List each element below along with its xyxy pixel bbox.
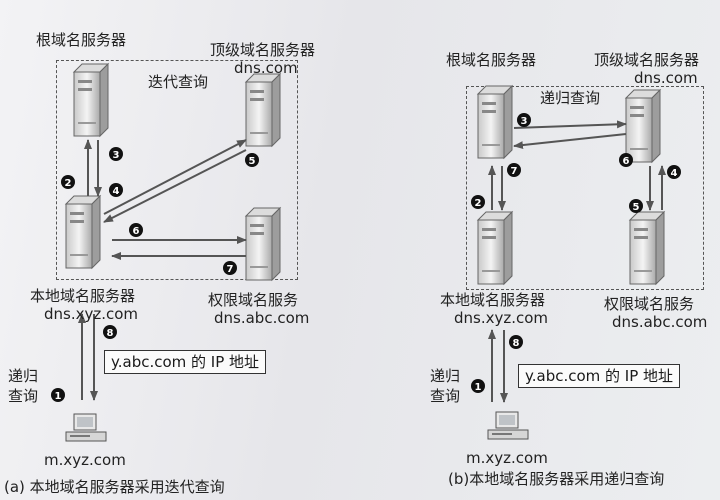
local-server-host: dns.xyz.com	[454, 309, 549, 327]
svg-text:6: 6	[623, 156, 630, 167]
svg-text:1: 1	[475, 382, 482, 393]
root-server-icon	[477, 85, 513, 159]
local-server-host: dns.xyz.com	[44, 305, 139, 323]
auth-server-host: dns.abc.com	[612, 313, 708, 331]
svg-text:4: 4	[671, 168, 678, 179]
auth-server-host: dns.abc.com	[214, 309, 310, 327]
svg-text:6: 6	[133, 226, 140, 237]
ip-answer-box: y.abc.com 的 IP 地址	[104, 350, 267, 374]
local-server-label: 本地域名服务器	[440, 291, 546, 309]
step-4-marker: 4	[667, 165, 681, 179]
svg-text:5: 5	[633, 202, 640, 213]
svg-text:8: 8	[107, 328, 114, 339]
root-server-label: 根域名服务器	[446, 51, 537, 69]
mode-label: 迭代查询	[148, 73, 209, 91]
step-1-marker: 1	[51, 388, 65, 402]
step-8-marker: 8	[509, 335, 523, 349]
tld-server-host: dns.com	[234, 59, 298, 77]
step-2-marker: 2	[471, 195, 485, 209]
client-computer-icon	[487, 411, 529, 440]
auth-server-icon	[629, 211, 665, 285]
svg-text:1: 1	[55, 391, 62, 402]
svg-text:7: 7	[227, 264, 234, 275]
tld-server-label: 顶级域名服务器	[210, 41, 316, 59]
mode-label: 递归查询	[540, 89, 601, 107]
client-host: m.xyz.com	[466, 449, 548, 467]
local-server-icon	[65, 195, 101, 269]
right-arrows	[488, 120, 666, 403]
svg-text:3: 3	[521, 116, 528, 127]
step-2-marker: 2	[61, 175, 75, 189]
left-caption: (a) 本地域名服务器采用迭代查询	[4, 478, 225, 496]
step-3-marker: 3	[517, 113, 531, 127]
tld-server-label: 顶级域名服务器	[594, 51, 700, 69]
ip-answer-box: y.abc.com 的 IP 地址	[518, 364, 681, 388]
step-5-marker: 5	[629, 199, 643, 213]
recursive-query-label-2: 查询	[8, 387, 39, 405]
svg-text:2: 2	[475, 198, 482, 209]
svg-text:4: 4	[113, 186, 120, 197]
local-server-label: 本地域名服务器	[30, 287, 136, 305]
svg-text:3: 3	[113, 150, 120, 161]
left-dashed-region	[56, 60, 298, 280]
recursive-query-label: 递归	[8, 367, 39, 385]
step-7-marker: 7	[507, 163, 521, 177]
step-4-marker: 4	[109, 183, 123, 197]
recursive-query-label: 递归	[430, 367, 461, 385]
svg-text:7: 7	[511, 166, 518, 177]
tld-server-icon	[625, 89, 661, 163]
client-computer-icon	[65, 413, 107, 442]
step-8-marker: 8	[103, 325, 117, 339]
root-server-icon	[73, 63, 109, 137]
right-dashed-region	[466, 86, 704, 290]
recursive-query-label-2: 查询	[430, 387, 461, 405]
tld-server-icon	[245, 73, 281, 147]
root-server-label: 根域名服务器	[36, 31, 127, 49]
tld-server-host: dns.com	[634, 69, 698, 87]
svg-text:5: 5	[249, 156, 256, 167]
auth-server-label: 权限域名服务	[208, 291, 299, 309]
right-caption: (b)本地域名服务器采用递归查询	[448, 470, 665, 488]
left-step-markers: 1 2 3 4 5 6 7 8	[51, 147, 259, 402]
auth-server-icon	[245, 207, 281, 281]
svg-text:2: 2	[65, 178, 72, 189]
left-arrows	[78, 139, 247, 401]
client-host: m.xyz.com	[44, 451, 126, 469]
step-3-marker: 3	[109, 147, 123, 161]
right-step-markers: 1 2 3 4 5 6 7 8	[471, 113, 681, 393]
step-7-marker: 7	[223, 261, 237, 275]
step-6-marker: 6	[619, 153, 633, 167]
auth-server-label: 权限域名服务	[604, 295, 695, 313]
svg-text:8: 8	[513, 338, 520, 349]
local-server-icon	[477, 211, 513, 285]
step-6-marker: 6	[129, 223, 143, 237]
step-1-marker: 1	[471, 379, 485, 393]
step-5-marker: 5	[245, 153, 259, 167]
